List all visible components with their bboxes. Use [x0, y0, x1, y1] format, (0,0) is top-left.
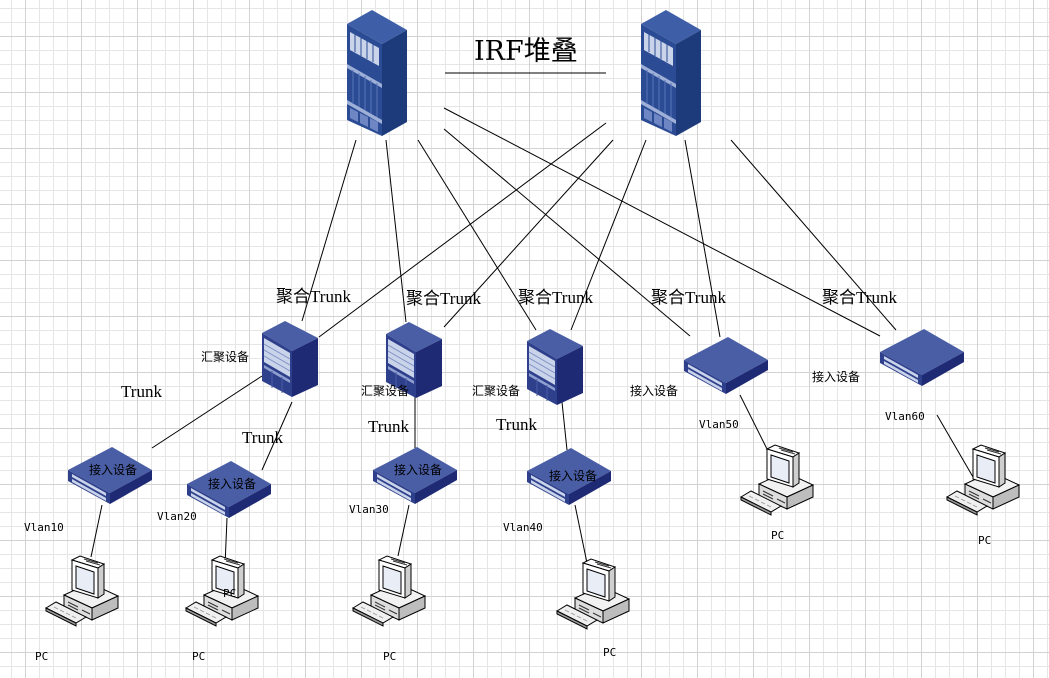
acc4-label: 接入设备	[549, 469, 598, 483]
link-core2-agg1	[318, 122, 607, 338]
link-acc6-pc6	[936, 414, 974, 478]
agg1-uplink-label: 聚合Trunk	[276, 287, 351, 306]
pc1-label: PC	[35, 650, 49, 663]
vlan60-label: Vlan60	[885, 410, 925, 423]
link-agg3-acc4	[561, 401, 568, 451]
pc-4[interactable]	[556, 558, 630, 630]
vlan10-label: Vlan10	[24, 521, 64, 534]
pc6-label: PC	[978, 534, 992, 547]
link-acc3-pc3	[397, 504, 410, 557]
core-switch-2[interactable]	[640, 9, 702, 137]
link-core1-agg3	[417, 139, 537, 331]
agg1-label: 汇聚设备	[201, 350, 250, 364]
link-core1-agg1	[301, 139, 357, 322]
acc2-trunk-label: Trunk	[242, 428, 283, 447]
agg2-uplink-label: 聚合Trunk	[406, 289, 481, 308]
link-core2-acc6	[730, 139, 897, 331]
vlan50-label: Vlan50	[699, 418, 739, 431]
acc3-label: 接入设备	[394, 463, 443, 477]
acc2-label: 接入设备	[208, 477, 257, 491]
pc-2[interactable]	[185, 555, 259, 627]
pc-3[interactable]	[352, 555, 426, 627]
pc2-overlap-label: PC	[223, 587, 237, 600]
acc1-trunk-label: Trunk	[121, 382, 162, 401]
acc3-trunk-label: Trunk	[368, 417, 409, 436]
link-agg1-acc1	[151, 375, 263, 449]
link-core1-agg2	[385, 139, 407, 323]
vlan30-label: Vlan30	[349, 503, 389, 516]
acc6-uplink-label: 聚合Trunk	[822, 288, 897, 307]
pc-6[interactable]	[946, 444, 1020, 516]
link-agg1-acc2	[261, 401, 293, 471]
aggregation-switch-1[interactable]	[261, 320, 319, 398]
access-switch-5[interactable]	[684, 337, 768, 394]
access-switch-6[interactable]	[880, 329, 964, 386]
link-core2-acc5	[684, 139, 721, 338]
link-acc1-pc1	[90, 504, 103, 558]
acc5-label: 接入设备	[630, 384, 679, 398]
link-core2-agg3	[570, 139, 647, 331]
link-core1-acc6	[443, 107, 881, 337]
link-core2-agg2	[443, 139, 614, 328]
acc5-uplink-label: 聚合Trunk	[651, 288, 726, 307]
agg3-uplink-label: 聚合Trunk	[518, 288, 593, 307]
link-core1-acc5	[443, 128, 691, 337]
pc-1[interactable]	[45, 555, 119, 627]
agg2-label: 汇聚设备	[361, 384, 410, 398]
agg3-label: 汇聚设备	[472, 384, 521, 398]
acc4-trunk-label: Trunk	[496, 415, 537, 434]
pc3-label: PC	[383, 650, 397, 663]
pc-5[interactable]	[740, 444, 814, 516]
diagram-title: IRF堆叠	[474, 36, 578, 67]
acc6-label: 接入设备	[812, 370, 861, 384]
pc5-label: PC	[771, 529, 785, 542]
acc1-label: 接入设备	[89, 463, 138, 477]
link-acc4-pc4	[574, 504, 588, 564]
aggregation-switch-3[interactable]	[526, 328, 584, 406]
link-acc5-pc5	[739, 394, 772, 458]
pc4-label: PC	[603, 646, 617, 659]
vlan40-label: Vlan40	[503, 521, 543, 534]
vlan20-label: Vlan20	[157, 510, 197, 523]
pc2-label: PC	[192, 650, 206, 663]
core-switch-1[interactable]	[346, 9, 408, 137]
